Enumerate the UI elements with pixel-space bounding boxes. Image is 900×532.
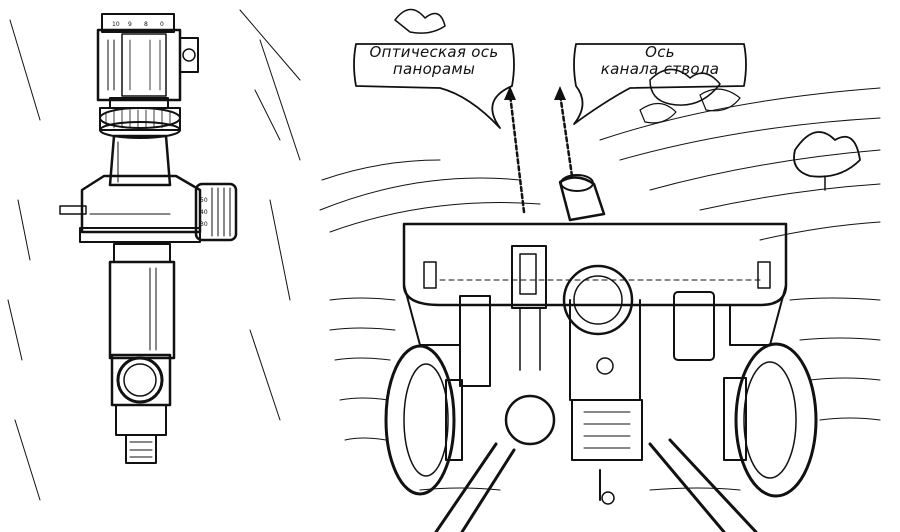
optical-axis-arrow [504,86,526,214]
optical-axis-label: Оптическая ось панорамы [354,44,514,78]
barrel-axis-arrow [554,86,574,178]
barrel-axis-label-line1: Ось [645,43,675,61]
barrel-axis-label-line2: канала ствола [600,60,720,78]
trees [394,8,861,191]
gun-scene [319,8,881,532]
azimuth-ring [99,107,181,139]
drum-upper-mark-1: 9 [128,21,132,28]
sight-head: 10 9 8 0 [96,13,199,102]
barrel-axis-label: Ось канала ствола [576,44,744,78]
elevation-drum: 50 40 30 [194,182,238,242]
barrel [558,174,606,222]
drum-upper-mark-3: 0 [160,21,164,28]
gun-shield [402,222,788,346]
sight-base [59,174,202,243]
breech-assembly [504,245,643,461]
callout-bubbles [353,43,747,129]
sight-tube [108,243,176,464]
background-shading-left [7,9,301,501]
drum-side-mark-2: 30 [200,221,208,228]
drum-upper-mark-2: 8 [144,21,148,28]
optical-axis-label-line2: панорамы [392,60,476,78]
panorama-sight: 10 9 8 0 [7,9,301,501]
trails [434,438,758,532]
right-wheel [723,342,818,498]
optical-axis-label-line1: Оптическая ось [369,43,499,61]
drum-side-mark-1: 40 [200,209,208,216]
left-wheel [384,344,463,496]
drum-side-mark-0: 50 [200,197,208,204]
drum-upper-mark-0: 10 [112,21,120,28]
